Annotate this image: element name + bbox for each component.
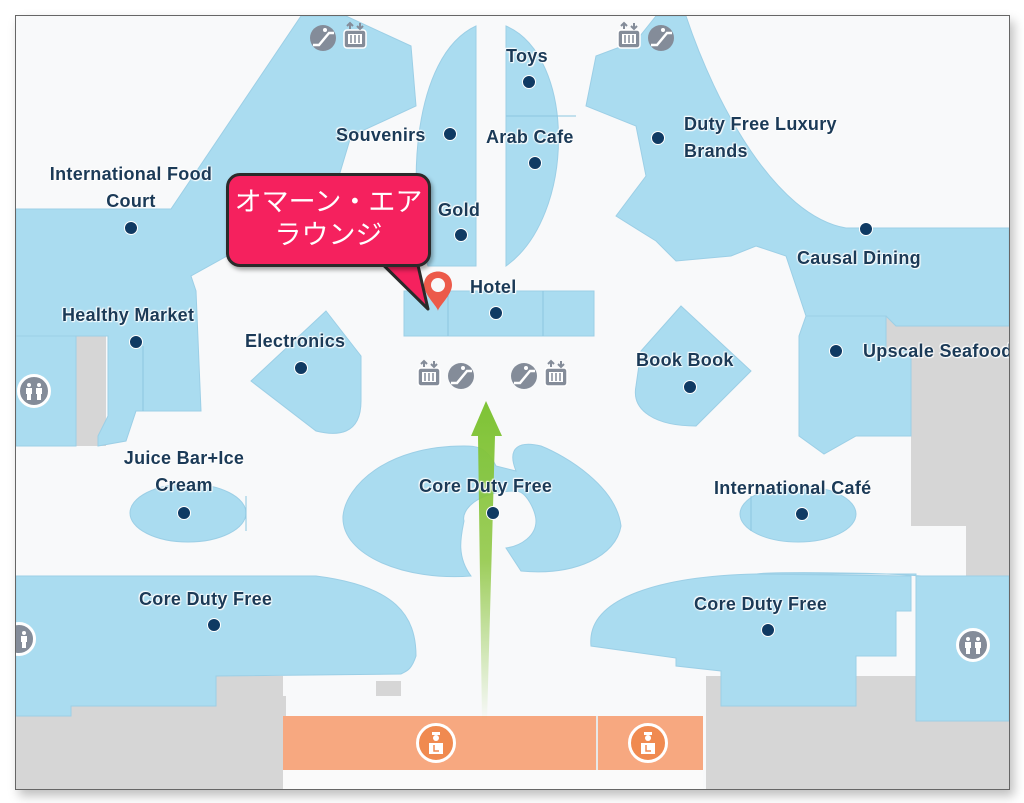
- location-label-toys[interactable]: Toys: [506, 46, 548, 66]
- poi-dot-international-cafe[interactable]: [795, 507, 809, 521]
- elevator-icon: [417, 359, 441, 387]
- location-label-arab-cafe[interactable]: Arab Cafe: [486, 127, 574, 147]
- label-line: International Food: [49, 164, 213, 184]
- location-label-juice-bar[interactable]: Juice Bar+Ice Cream: [124, 445, 244, 499]
- label-line: Juice Bar+Ice: [123, 448, 245, 468]
- location-label-upscale-seafood[interactable]: Upscale Seafood: [863, 341, 1010, 361]
- restroom-icon[interactable]: [17, 374, 51, 408]
- poi-dot-gold[interactable]: [454, 228, 468, 242]
- security-officer-icon[interactable]: [628, 723, 668, 763]
- poi-dot-arab-cafe[interactable]: [528, 156, 542, 170]
- airport-map[interactable]: オマーン・エア ラウンジ Toys Souvenirs Arab Cafe Du…: [15, 15, 1010, 790]
- elevator-icon: [617, 21, 641, 49]
- label-line: Duty Free Luxury: [684, 114, 837, 134]
- location-label-core-duty-free-center[interactable]: Core Duty Free: [419, 476, 553, 496]
- location-label-electronics[interactable]: Electronics: [245, 331, 346, 351]
- poi-dot-duty-free-luxury[interactable]: [651, 131, 665, 145]
- restroom-icon[interactable]: [956, 628, 990, 662]
- unit-dividers: [142, 115, 752, 531]
- poi-dot-core-duty-free-left[interactable]: [207, 618, 221, 632]
- escalator-icon: [448, 363, 474, 389]
- escalator-elevator-center-right[interactable]: [509, 359, 571, 389]
- location-label-book-book[interactable]: Book Book: [636, 350, 734, 370]
- poi-dot-juice-bar[interactable]: [177, 506, 191, 520]
- escalator-icon: [511, 363, 537, 389]
- location-label-core-duty-free-left[interactable]: Core Duty Free: [139, 589, 273, 609]
- poi-dot-core-duty-free-right[interactable]: [761, 623, 775, 637]
- poi-dot-healthy-market[interactable]: [129, 335, 143, 349]
- location-label-gold[interactable]: Gold: [438, 200, 481, 220]
- location-label-duty-free-luxury[interactable]: Duty Free Luxury Brands: [684, 111, 837, 165]
- escalator-elevator-top-left[interactable]: [308, 21, 370, 51]
- elevator-escalator-top-right[interactable]: [614, 21, 676, 51]
- location-label-souvenirs[interactable]: Souvenirs: [336, 125, 426, 145]
- poi-dot-electronics[interactable]: [294, 361, 308, 375]
- poi-dot-book-book[interactable]: [683, 380, 697, 394]
- poi-dot-intl-food-court[interactable]: [124, 221, 138, 235]
- poi-dot-hotel[interactable]: [489, 306, 503, 320]
- route-arrow: [471, 401, 502, 721]
- callout-tail-joint: [354, 245, 416, 253]
- poi-dot-souvenirs[interactable]: [443, 127, 457, 141]
- security-officer-icon[interactable]: [416, 723, 456, 763]
- escalator-icon: [310, 25, 336, 51]
- restroom-icon[interactable]: [16, 622, 36, 656]
- label-line: Cream: [155, 475, 213, 495]
- location-label-intl-food-court[interactable]: International Food Court: [50, 161, 212, 215]
- poi-dot-causal-dining[interactable]: [859, 222, 873, 236]
- location-label-hotel[interactable]: Hotel: [470, 277, 517, 297]
- label-line: Court: [106, 191, 156, 211]
- location-label-core-duty-free-right[interactable]: Core Duty Free: [694, 594, 828, 614]
- location-label-causal-dining[interactable]: Causal Dining: [797, 248, 921, 268]
- location-label-healthy-market[interactable]: Healthy Market: [62, 305, 195, 325]
- elevator-icon: [544, 359, 568, 387]
- elevator-icon: [343, 21, 367, 49]
- label-line: Brands: [684, 141, 748, 161]
- location-pin-icon: [424, 271, 452, 311]
- poi-dot-upscale-seafood[interactable]: [829, 344, 843, 358]
- escalator-icon: [648, 25, 674, 51]
- poi-dot-core-duty-free-center[interactable]: [486, 506, 500, 520]
- elevator-escalator-center-left[interactable]: [414, 359, 476, 389]
- callout-line-1: オマーン・エア: [234, 187, 423, 218]
- location-label-international-cafe[interactable]: International Café: [714, 478, 872, 498]
- poi-dot-toys[interactable]: [522, 75, 536, 89]
